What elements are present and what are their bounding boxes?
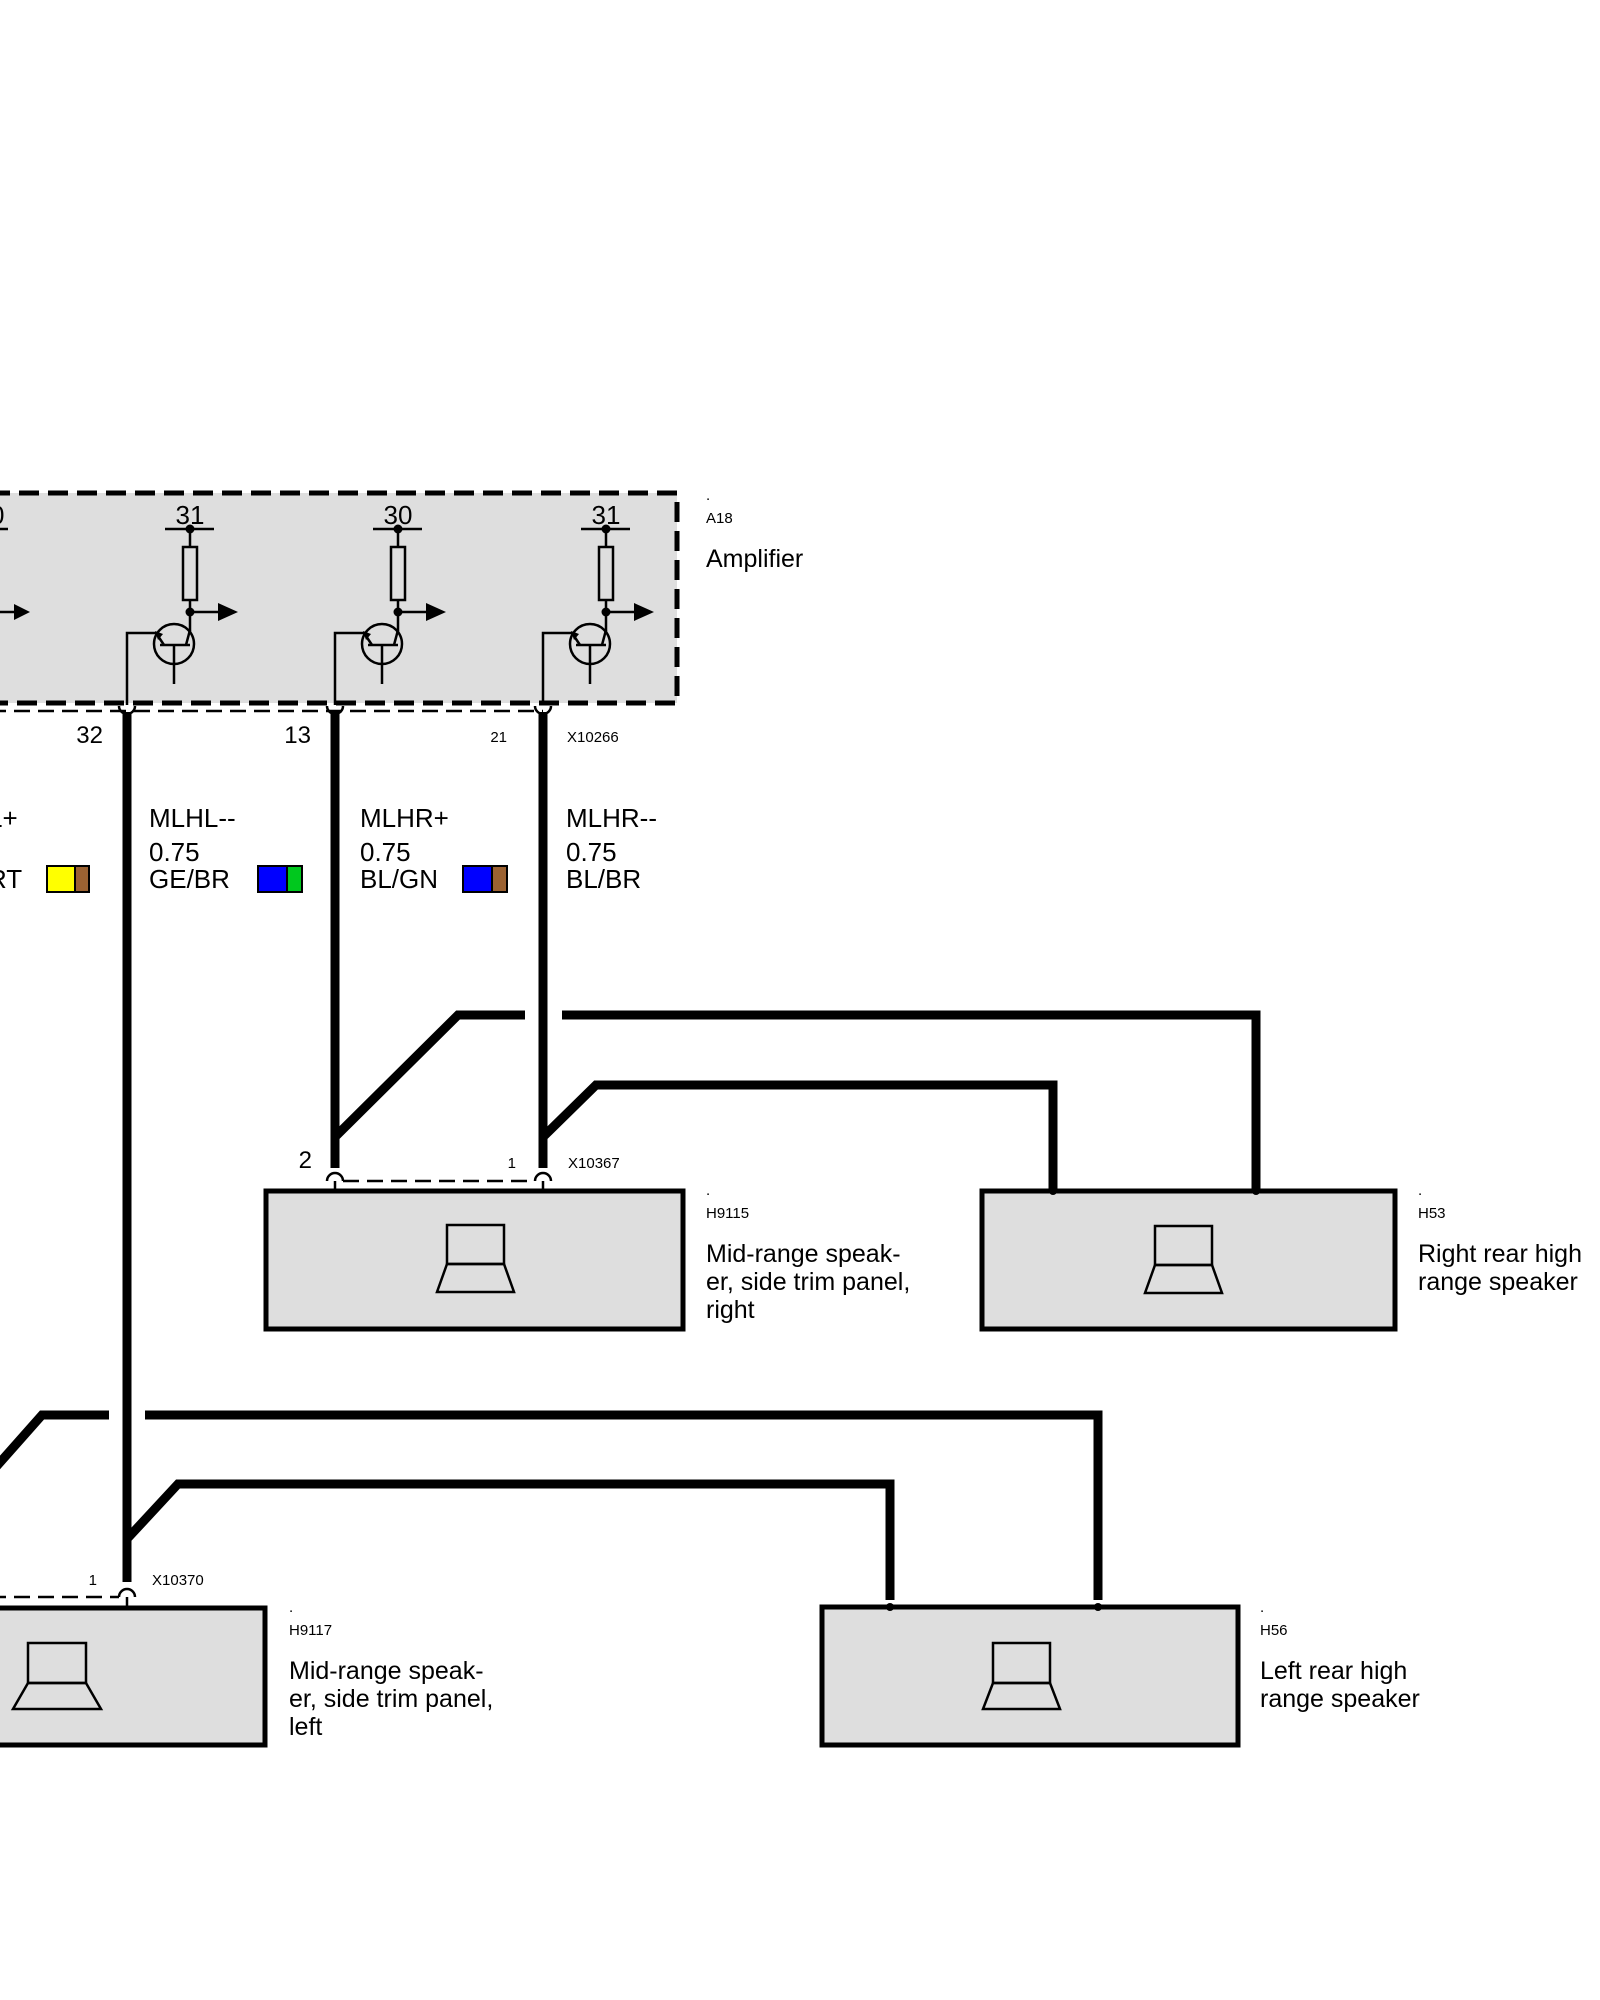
speaker-icon [10,1641,104,1711]
component-id-a18: A18 [706,510,733,527]
wire-cross-section: 0.75 [360,837,411,867]
speaker-housing [263,1188,686,1332]
wire-color-code: GE/BR [149,864,230,894]
wire-mlhr-plus[interactable] [330,712,1261,1190]
amp-output-stage-2: 30 [333,500,446,705]
speaker-icon [435,1223,516,1294]
wire-signal: MLHR-- [566,803,657,833]
component-description-line: range speaker [1418,1268,1578,1296]
wire-signal: MLHR+ [360,803,449,833]
connector-id-x10370: X10370 [152,1572,204,1589]
component-description-line: Left rear high [1260,1657,1407,1685]
component-description-line: er, side trim panel, [289,1685,493,1713]
component-id-h9115: H9115 [706,1205,749,1222]
wire-color-swatch [46,865,90,893]
wire-signal: MLHL-- [149,803,236,833]
amplifier-housing [0,490,680,706]
connector-id-x10266: X10266 [567,729,619,746]
component-description-line: range speaker [1260,1685,1420,1713]
amp-output-stage-0: 0 [0,500,30,620]
component-dot: . [1418,1182,1422,1199]
component-id-h53: H53 [1418,1205,1446,1222]
component-description-line: Mid-range speak- [706,1240,901,1268]
amp-output-stage-1: 31 [125,500,238,705]
wire-color-swatch [257,865,303,893]
wire-label-3: MLHR-- 0.75 BL/BR [566,803,657,894]
wire-cross-section: 0.75 [566,837,617,867]
component-h56[interactable]: . H56 Left rear high range speaker [819,1599,1420,1748]
wire-mlhl-plus[interactable] [0,1410,1103,1600]
wire-color-code: BL/BR [566,864,641,894]
component-description-line: Mid-range speak- [289,1657,484,1685]
wire-signal: L+ [0,803,18,833]
wire-cross-section: 0.75 [149,837,200,867]
wire-color-code: RT [0,864,22,894]
component-h9117[interactable]: 1 X10370 . H9117 Mid-range speak- er, si… [0,1572,493,1748]
component-name-amplifier: Amplifier [706,545,803,573]
arrow-icon [426,603,446,621]
component-dot: . [1260,1599,1264,1616]
speaker-housing [819,1604,1241,1748]
speaker-housing [979,1188,1398,1332]
component-id-h9117: H9117 [289,1622,332,1639]
component-h9115[interactable]: 2 1 X10367 . H9115 Mid-range speak- er, … [263,1147,910,1332]
pin-label-32: 32 [76,722,103,749]
component-description-line: left [289,1713,322,1741]
pin-label-13: 13 [284,722,311,749]
pin-label-21: 21 [490,729,507,746]
speaker-icon [1143,1224,1224,1295]
component-dot: . [289,1599,293,1616]
component-h53[interactable]: . H53 Right rear high range speaker [979,1182,1582,1332]
arrow-icon [218,603,238,621]
terminal-label: 0 [0,500,4,530]
component-id-h56: H56 [1260,1622,1288,1639]
speaker-housing [0,1605,268,1748]
wire-color-swatch [462,865,508,893]
amplifier-a18[interactable]: 0 31 30 [0,487,803,713]
pin-label-1: 1 [508,1155,516,1172]
speaker-icon [981,1641,1062,1711]
wire-label-2: MLHR+ 0.75 BL/GN [360,803,508,894]
component-dot: . [706,487,710,504]
pin-label-2: 2 [299,1147,312,1174]
wire-color-code: BL/GN [360,864,438,894]
arrow-icon [634,603,654,621]
arrow-icon [14,604,30,620]
component-description-line: er, side trim panel, [706,1268,910,1296]
connector-id-x10367: X10367 [568,1155,620,1172]
component-description-line: right [706,1296,755,1324]
pin-label-1: 1 [89,1572,97,1589]
wire-label-0: L+ RT [0,803,90,894]
amp-output-stage-3: 31 [541,500,654,705]
component-description-line: Right rear high [1418,1240,1582,1268]
component-dot: . [706,1182,710,1199]
wire-mlhl-minus[interactable] [122,712,895,1600]
wire-mlhr-minus[interactable] [538,712,1058,1190]
wire-label-1: MLHL-- 0.75 GE/BR [149,803,303,894]
